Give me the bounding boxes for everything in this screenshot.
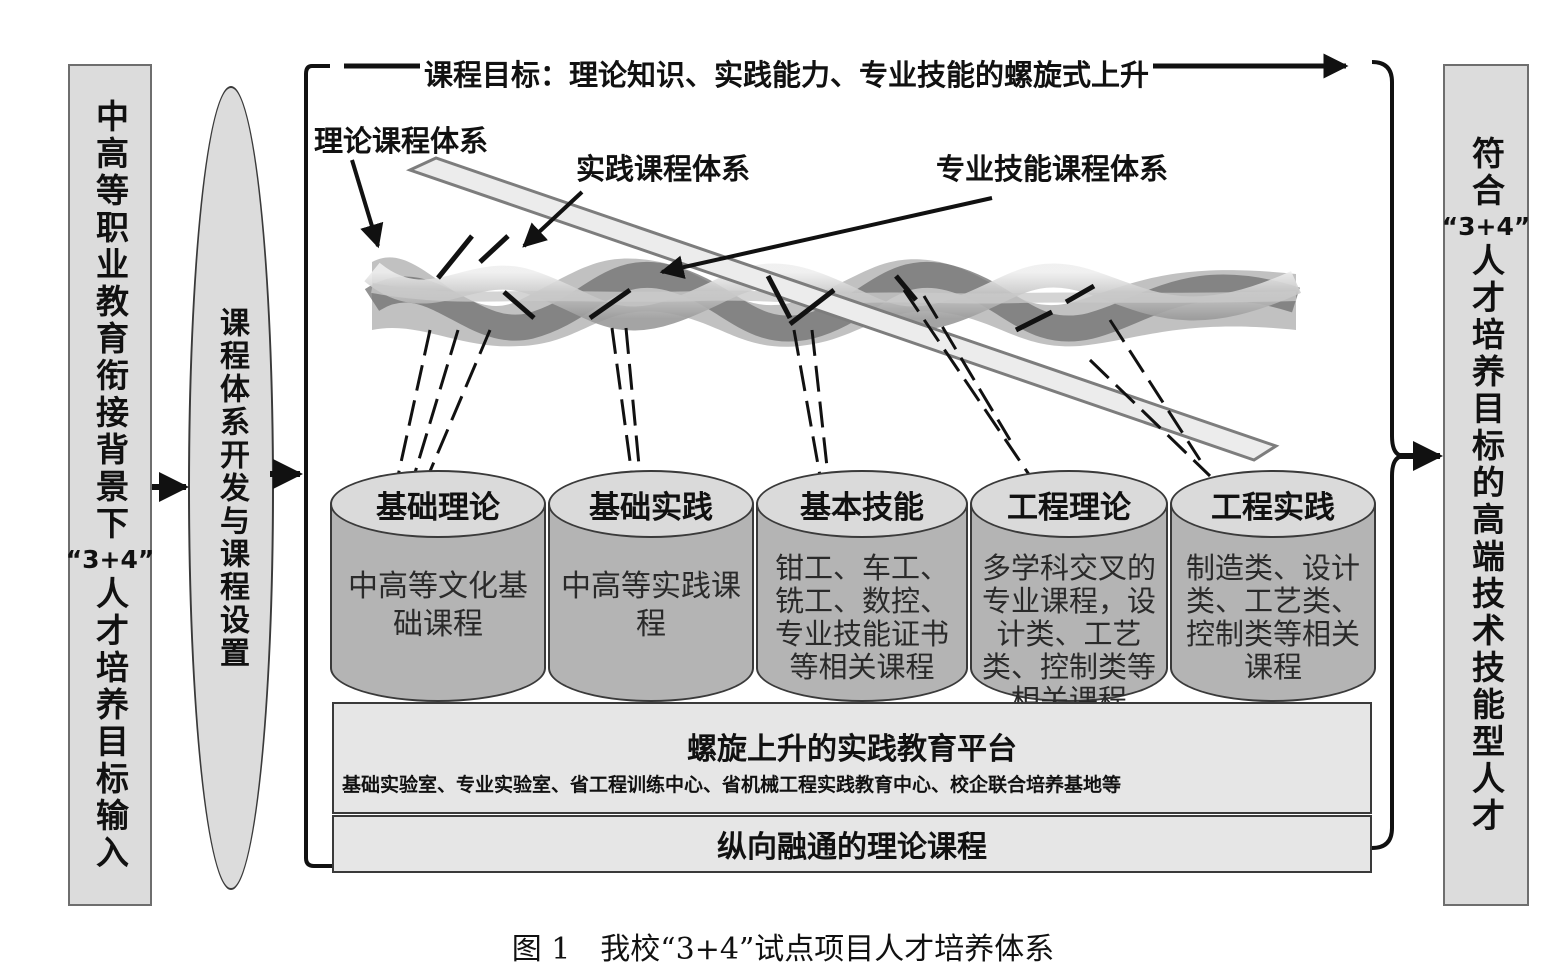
left-bracket (304, 64, 332, 868)
course-goal-label: 课程目标：理论知识、实践能力、专业技能的螺旋式上升 (420, 52, 1154, 94)
cylinder-title: 基础理论 (376, 490, 500, 526)
input-quote: “3+4” (65, 544, 155, 574)
cylinder-basic-theory: 基础理论 中高等文化基础课程 (330, 470, 546, 702)
pointer-theory (350, 159, 384, 249)
cylinder-desc: 中高等实践课程 (561, 569, 741, 642)
pointer-practice (522, 190, 584, 248)
output-box: 符合 “3+4” 人才培养目标的高端技术技能型人才 (1441, 64, 1531, 906)
input-text-bottom: 人才培养目标输入 (90, 575, 130, 872)
cylinder-title: 工程实践 (1211, 490, 1335, 526)
platform-subtitle: 基础实验室、专业实验室、省工程训练中心、省机械工程实践教育中心、校企联合培养基地… (342, 774, 1122, 796)
right-brace (1371, 60, 1405, 850)
cylinder-desc: 多学科交叉的专业课程，设计类、工艺类、控制类等相关课程 (981, 551, 1156, 717)
practice-platform: 螺旋上升的实践教育平台 基础实验室、专业实验室、省工程训练中心、省机械工程实践教… (332, 702, 1372, 814)
cylinder-basic-skills: 基本技能 钳工、车工、铣工、数控、专业技能证书等相关课程 (756, 470, 968, 702)
platform-title: 螺旋上升的实践教育平台 (687, 732, 1017, 767)
practice-system-label: 实践课程体系 (576, 152, 751, 186)
cylinder-engineering-practice: 工程实践 制造类、设计类、工艺类、控制类等相关课程 (1170, 470, 1376, 702)
cylinder-basic-practice: 基础实践 中高等实践课程 (548, 470, 754, 702)
cylinder-title: 基本技能 (800, 490, 924, 526)
output-quote: “3+4” (1441, 211, 1531, 241)
cylinder-engineering-theory: 工程理论 多学科交叉的专业课程，设计类、工艺类、控制类等相关课程 (970, 470, 1168, 717)
helix-graphic (364, 156, 1301, 462)
course-development-label: 课程体系开发与课程设置 (214, 306, 249, 670)
theory-system-label: 理论课程体系 (314, 124, 489, 158)
input-box: 中高等职业教育衔接背景下 “3+4” 人才培养目标输入 (65, 64, 155, 906)
cylinder-desc: 制造类、设计类、工艺类、控制类等相关课程 (1185, 551, 1360, 684)
input-text-top: 中高等职业教育衔接背景下 (90, 98, 130, 543)
theory-course-bar: 纵向融通的理论课程 (332, 815, 1372, 873)
cylinder-desc: 钳工、车工、铣工、数控、专业技能证书等相关课程 (774, 551, 949, 684)
output-text-bottom: 人才培养目标的高端技术技能型人才 (1466, 242, 1506, 835)
pointer-skill (659, 196, 993, 279)
skill-system-label: 专业技能课程体系 (936, 152, 1169, 186)
cylinder-title: 工程理论 (1007, 490, 1131, 526)
figure-caption: 图 1 我校“3+4”试点项目人才培养体系 (511, 932, 1055, 967)
cylinder-title: 基础实践 (589, 490, 713, 526)
output-text-top: 符合 (1466, 135, 1506, 210)
cylinder-desc: 中高等文化基础课程 (348, 569, 528, 642)
course-development-ellipse: 课程体系开发与课程设置 (188, 86, 274, 890)
